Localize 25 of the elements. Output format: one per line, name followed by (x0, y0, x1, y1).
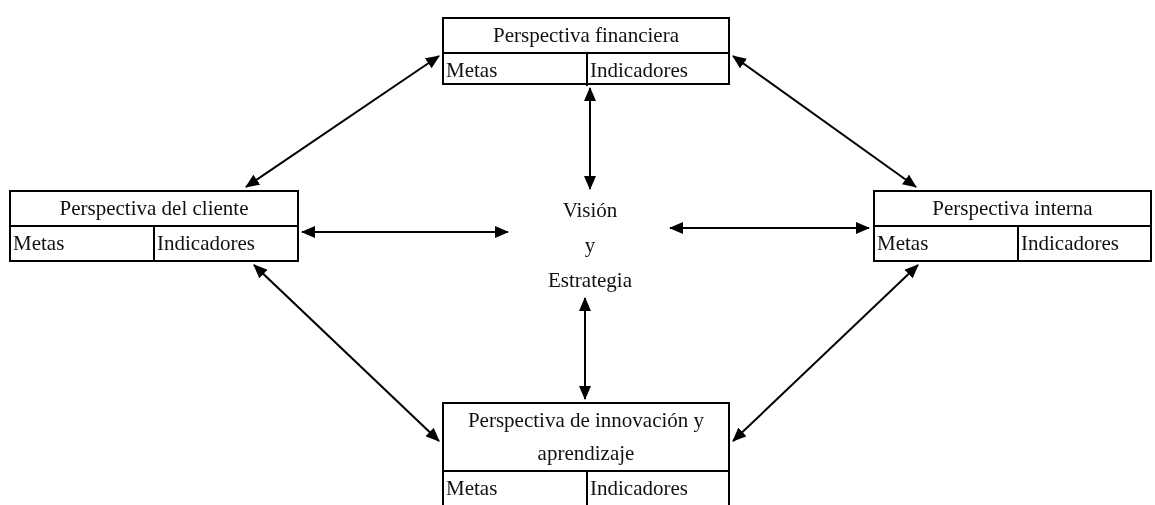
double-arrow (732, 264, 919, 442)
double-arrow (301, 226, 509, 238)
perspective-table (9, 190, 299, 262)
table-header: Perspectiva financiera (444, 19, 728, 54)
table-cell: Indicadores (586, 472, 728, 505)
double-arrow (669, 222, 870, 234)
table-header: Perspectiva interna (875, 192, 1150, 227)
perspective-table (442, 17, 730, 85)
center-label: Visión y Estrategia (515, 190, 665, 296)
double-arrow (579, 297, 591, 400)
table-header: Perspectiva de innovación y aprendizaje (444, 404, 728, 472)
table-cell-text: Metas (445, 57, 499, 84)
double-arrow (732, 55, 917, 188)
table-cell: Indicadores (586, 54, 728, 86)
table-header: Perspectiva del cliente (11, 192, 297, 227)
table-cell-text: Metas (445, 475, 499, 502)
double-arrow (253, 264, 440, 442)
table-cell: Indicadores (1017, 227, 1150, 260)
table-cell-text: Metas (876, 230, 930, 257)
double-arrow (584, 87, 596, 190)
table-cell: Indicadores (153, 227, 297, 260)
double-arrow (245, 55, 440, 188)
perspective-table (442, 402, 730, 505)
table-cell-text: Metas (12, 230, 66, 257)
perspective-table (873, 190, 1152, 262)
